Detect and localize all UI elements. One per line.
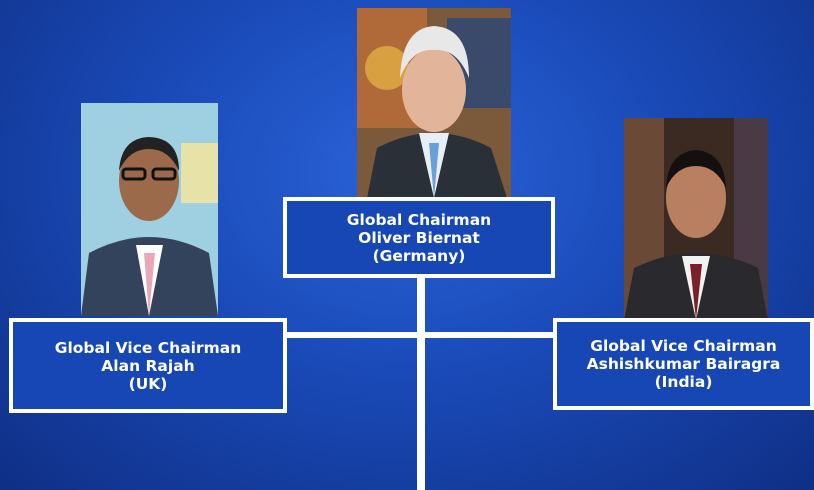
chairman-country: (Germany) [372,246,466,265]
chairman-name: Oliver Biernat [358,228,480,247]
connector-vertical-line [417,278,425,490]
vice-chairman-right-country: (India) [654,373,713,391]
vice-chairman-left-box: Global Vice Chairman Alan Rajah (UK) [9,318,287,413]
vice-chairman-right-title: Global Vice Chairman [590,337,777,355]
chairman-photo [357,8,511,198]
vice-chairman-right-name: Ashishkumar Bairagra [586,355,781,373]
vice-chairman-right-photo [624,118,768,320]
vice-chairman-left-photo [81,103,218,316]
vice-chairman-left-country: (UK) [128,374,168,393]
connector-horizontal-line [284,332,556,338]
chairman-box: Global Chairman Oliver Biernat (Germany) [283,197,555,278]
vice-chairman-left-title: Global Vice Chairman [54,338,242,357]
vice-chairman-right-box: Global Vice Chairman Ashishkumar Bairagr… [553,318,814,410]
vice-chairman-left-name: Alan Rajah [101,356,195,375]
chairman-title: Global Chairman [346,210,492,229]
